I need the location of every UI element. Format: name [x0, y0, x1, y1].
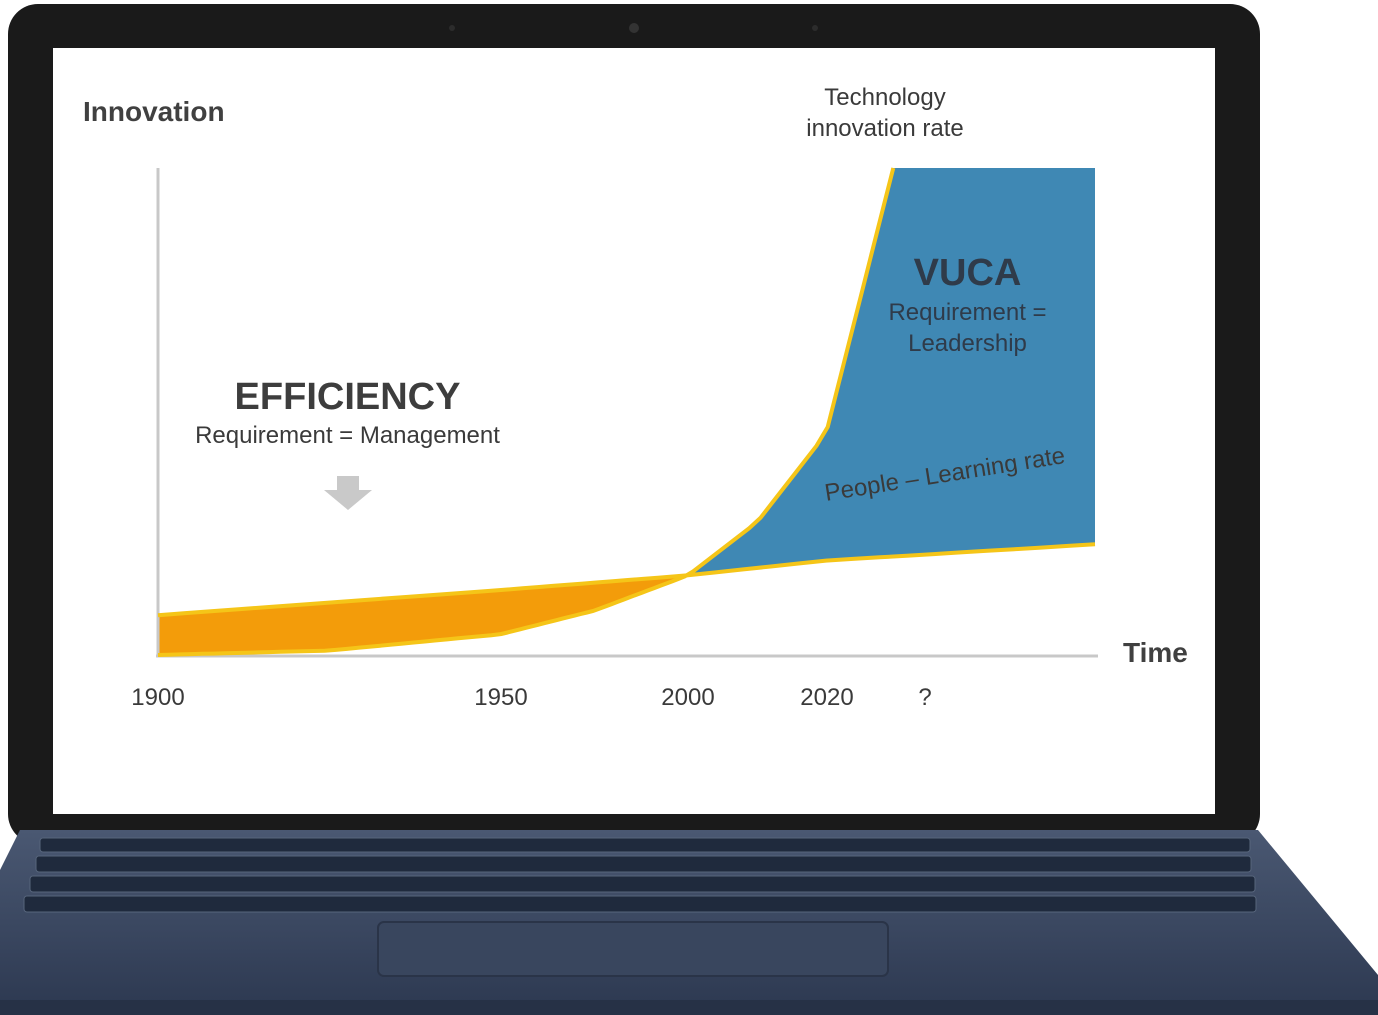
chart: [156, 167, 1098, 658]
camera-icon: [629, 23, 639, 33]
technology-rate-label: Technology innovation rate: [806, 84, 964, 142]
efficiency-region: [158, 575, 688, 655]
vuca-region: [688, 168, 1095, 576]
people-rate-line: [157, 542, 1096, 618]
keyboard: [23, 837, 1257, 913]
technology-rate-line: [157, 167, 896, 657]
down-arrow-icon: [324, 476, 372, 510]
efficiency-title: EFFICIENCY: [234, 376, 461, 418]
x-tick-label: ?: [918, 684, 932, 711]
y-axis-title: Innovation: [83, 96, 225, 127]
vuca-title: VUCA: [913, 252, 1022, 294]
vuca-subtitle: Requirement = Leadership: [888, 299, 1047, 357]
x-tick-label: 1900: [131, 684, 185, 711]
x-tick-label: 2000: [661, 684, 715, 711]
efficiency-subtitle: Requirement = Management: [195, 422, 500, 449]
touchpad: [377, 921, 889, 977]
x-tick-label: 1950: [474, 684, 528, 711]
x-tick-label: 2020: [800, 684, 854, 711]
x-axis-title: Time: [1123, 637, 1188, 668]
